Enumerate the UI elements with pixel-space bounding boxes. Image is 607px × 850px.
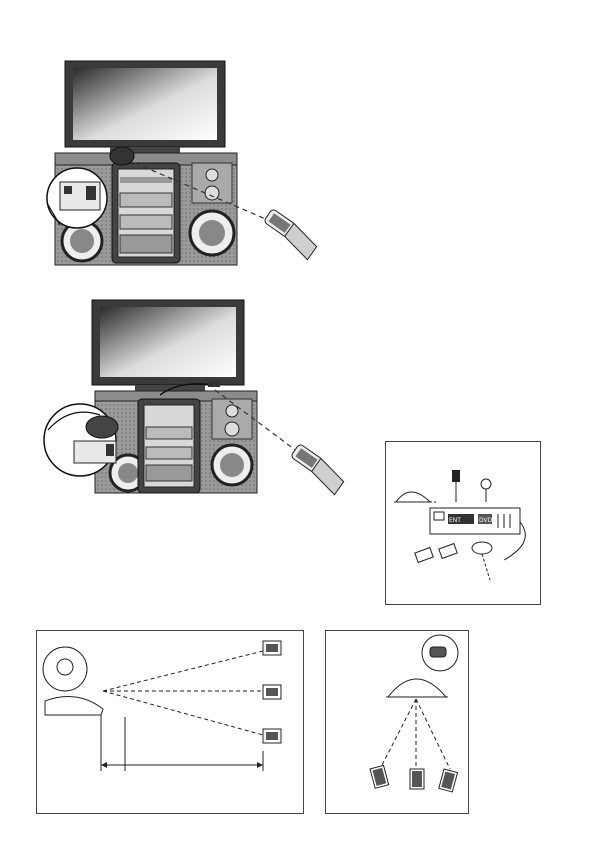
ir-receiver — [208, 381, 220, 387]
tv-screen — [73, 68, 217, 140]
remote-left — [370, 765, 389, 788]
tv-screen — [100, 307, 236, 377]
device-label-right: DVD — [479, 517, 493, 524]
remote-hand — [287, 443, 347, 494]
figure-tv-setup-1 — [40, 55, 340, 270]
device-label-left: ENT — [449, 517, 461, 524]
receiver-unit — [45, 697, 103, 716]
figure-range-front-view — [325, 630, 469, 814]
figure-range-side-view — [36, 630, 304, 814]
remote-center — [410, 769, 424, 789]
remote-hand-bottom — [263, 729, 281, 743]
illustration-tv-setup-2 — [40, 295, 350, 500]
receiver-dome — [388, 679, 446, 697]
remote-hand-top — [263, 641, 281, 655]
zoom-inset — [44, 404, 116, 476]
illustration-tv-setup-1 — [40, 55, 340, 270]
remote-right — [439, 769, 458, 792]
remote-hand — [260, 208, 320, 259]
remote-hand-middle — [263, 685, 281, 699]
ir-receiver — [110, 147, 134, 165]
figure-tv-setup-2 — [40, 295, 350, 500]
figure-receiver-connection: ENT DVD — [385, 441, 541, 605]
